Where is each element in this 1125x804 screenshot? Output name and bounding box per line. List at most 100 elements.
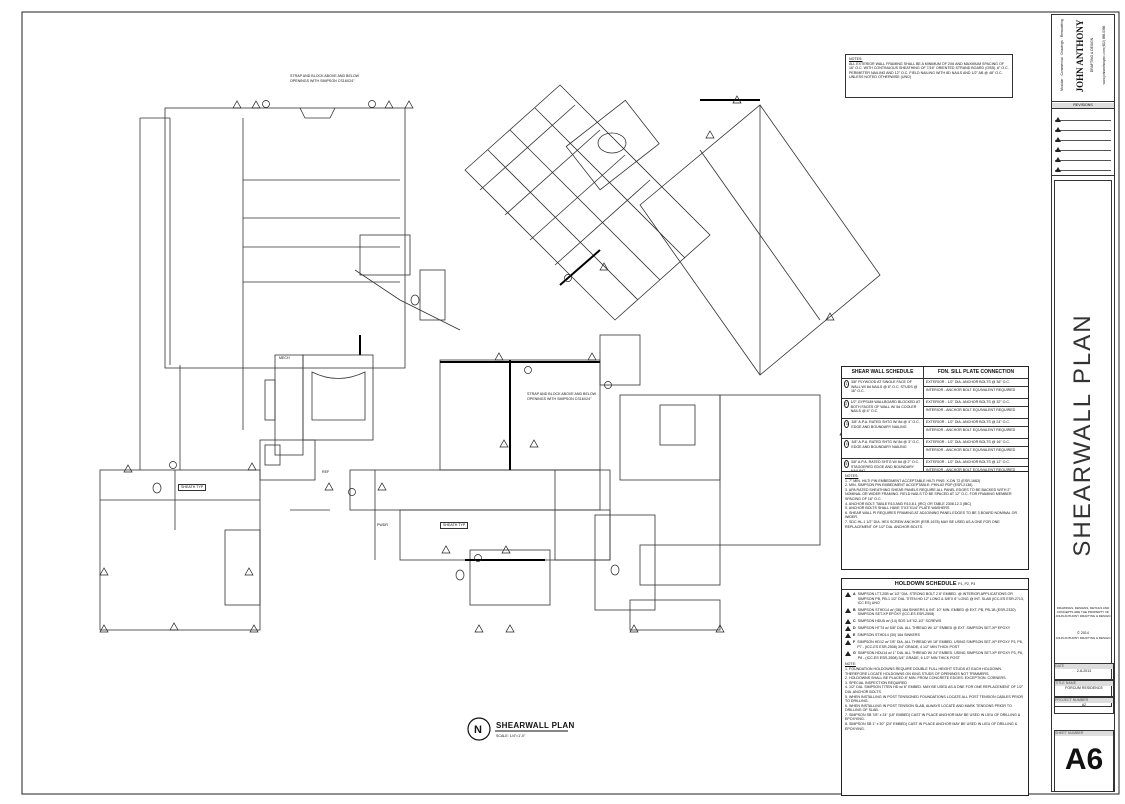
title-name-label: TITLE NAME (1055, 681, 1113, 686)
sheath-typ-label-1: SHEATH TYP (178, 484, 207, 491)
holdown-note: 8. SIMPSON SB 1" x 30" (24" EMBED) CAST … (845, 722, 1018, 731)
shear-row-ext: EXTERIOR - 1/2" DIA. ANCHOR BOLTS @ 16" … (924, 439, 1028, 447)
date-label: DATE (1055, 664, 1113, 669)
holdown-note: 6. WHEN INSTALLING IN POST TENSION SLAB,… (845, 703, 1012, 713)
shear-row-ext: EXTERIOR - 1/2" DIA. ANCHOR BOLTS @ 24" … (924, 419, 1028, 427)
sheet-number: A6 (1064, 742, 1104, 776)
holdown-mark: G (853, 651, 856, 656)
shear-row-desc: 3/8" A.P.A. RATED SHTG W/ 8d @ 4" O.C. E… (851, 420, 920, 429)
revisions-area: REVISIONS (1052, 103, 1114, 176)
shear-wall-schedule: SHEAR WALL SCHEDULE FDN. SILL PLATE CONN… (841, 366, 1029, 478)
project-number-value: #2 (1082, 702, 1086, 707)
room-label-pwdr: PWDR (377, 523, 388, 527)
shear-note: 3. APA RATED SHEATHING SHEAR PANELS REQU… (845, 487, 1012, 501)
project-number-field: PROJECT NUMBER #2 (1054, 697, 1114, 714)
shear-wall-marks (99, 95, 849, 633)
sheet-title: SHEARWALL PLAN (1069, 313, 1096, 557)
room-label-ref: REF (322, 470, 330, 474)
holdown-header: HOLDOWN SCHEDULE (894, 581, 957, 587)
shear-note: 6. SHEAR WALL PI REQUIRES FRAMING AT ADJ… (845, 510, 1018, 520)
firm-name: JOHN ANTHONY (1075, 19, 1085, 93)
date-field: DATE 2-8-2013 (1054, 663, 1114, 680)
shear-notes-label: NOTES: (845, 474, 859, 478)
copyright-note: DRAWINGS, DESIGNS, DETAILS AND CONCEPTS … (1055, 606, 1111, 618)
holdown-mark-icon (845, 625, 851, 631)
copyright-year: © 2014 (1077, 631, 1089, 635)
sheet-title-area: SHEARWALL PLAN (1054, 180, 1112, 707)
shear-row-connection: EXTERIOR - 1/2" DIA. ANCHOR BOLTS @ 24" … (924, 419, 1028, 438)
shear-notes: NOTES: 1. 7" MIN. HILTI PIN EMBEDMENT AC… (841, 472, 1029, 570)
room-label-mech: MECH (279, 356, 290, 360)
holdown-note: 4. 1/2" DIA. SIMPSON TITEN HD w/ 6" EMBE… (845, 685, 1024, 694)
holdown-mark: F (853, 639, 856, 644)
shear-row-connection: EXTERIOR - 1/2" DIA. ANCHOR BOLTS @ 32" … (924, 399, 1028, 418)
holdown-note: 2. HOLDOWNS SHALL BE PLACED 8" MIN. FROM… (845, 676, 1007, 681)
holdown-text: SIMPSON HD12 w/ 7/8" DIA. ALL THREAD W/ … (857, 639, 1023, 649)
holdown-mark-icon (845, 592, 851, 597)
revisions-label: REVISIONS (1052, 103, 1114, 109)
revision-triangle-icon (1055, 126, 1061, 132)
shear-note: 4. ANCHOR BOLT: TABLE R10 AND R10.8.1 (I… (845, 501, 972, 506)
holdown-mark-icon (845, 639, 851, 645)
revision-triangle-icon (1055, 116, 1061, 122)
general-notes: NOTES: ALL EXTERIOR WALL FRAMING SHALL B… (845, 54, 1013, 98)
holdown-mark-icon (845, 607, 851, 613)
revision-triangle-icon (1055, 156, 1061, 162)
holdown-notes-label: NOTE: (845, 662, 856, 667)
shear-row-int: INTERIOR - ANCHOR BOLT EQUIVALENT REQUIR… (926, 407, 1016, 412)
shear-row-desc: 3/8" A.P.A. RATED SHTG W/ 8d @ 2" O.C. S… (850, 460, 920, 473)
general-notes-text: ALL EXTERIOR WALL FRAMING SHALL BE A MIN… (849, 61, 1009, 80)
title-name-field: TITLE NAME FORCUM RESIDENCE (1054, 680, 1114, 697)
holdown-note: 3. SPECIAL INSPECTION REQUIRED (845, 680, 907, 685)
shear-note: 2. MIN. SIMPSON PIN EMBEDMENT ACCEPTABLE… (845, 483, 973, 488)
holdown-text: SIMPSON HDU5 w/ (14) SDS 1/4"X2-1/2" SCR… (857, 618, 942, 623)
shear-schedule-header-right: FDN. SILL PLATE CONNECTION (937, 369, 1015, 375)
plan-title: SHEARWALL PLAN (496, 721, 575, 730)
shear-mark: 4 (844, 440, 850, 448)
shear-row-int: INTERIOR - ANCHOR BOLT EQUIVALENT REQUIR… (926, 447, 1016, 452)
shear-row-desc: 3/8" PLYWOOD AT SINGLE FACE OF WALL W/ 8… (850, 380, 918, 394)
svg-text:N: N (474, 724, 482, 736)
holdown-note: 1. FOUNDATION HOLDOWNS REQUIRE DOUBLE FU… (845, 666, 1002, 676)
revision-triangle-icon (1055, 166, 1061, 172)
general-notes-label: NOTES: (849, 57, 863, 61)
shear-mark: 2 (844, 400, 849, 408)
holdown-text: SIMPSON LTT-20B w/ 1/2" DIA. STRONG BOLT… (857, 592, 1024, 606)
north-arrow-icon: N (467, 717, 491, 741)
holdown-mark-icon (845, 618, 851, 624)
shear-wall-markers (359, 99, 760, 561)
shear-row-connection: EXTERIOR - 1/2" DIA. ANCHOR BOLTS @ 12" … (924, 459, 1028, 478)
holdown-mark: D (853, 625, 856, 630)
shear-row-int: INTERIOR - ANCHOR BOLT EQUIVALENT REQUIR… (926, 387, 1016, 392)
holdown-mark: C (853, 618, 856, 623)
firm-tagline: DRAFTING & DESIGN (1090, 37, 1094, 73)
strap-note-1: STRAP AND BLOCK ABOVE AND BELOW OPENINGS… (290, 74, 360, 83)
title-name-value: FORCUM RESIDENCE (1065, 685, 1103, 690)
revision-triangle-icon (1055, 136, 1061, 142)
firm-logo: Modular · Commercial · Drawings · Remode… (1052, 15, 1114, 102)
shear-note: 7. SDC HL-1 1/2" DIA. HEX SCREW ANCHOR (… (845, 519, 1000, 529)
shear-row-int: INTERIOR - ANCHOR BOLT EQUIVALENT REQUIR… (926, 467, 1016, 472)
holdown-mark: B (853, 607, 856, 612)
holdown-mark-icon (845, 632, 851, 638)
sheet-number-label: SHEET NUMBER (1055, 731, 1113, 736)
shear-row-ext: EXTERIOR - 1/2" DIA. ANCHOR BOLTS @ 32" … (924, 399, 1028, 407)
